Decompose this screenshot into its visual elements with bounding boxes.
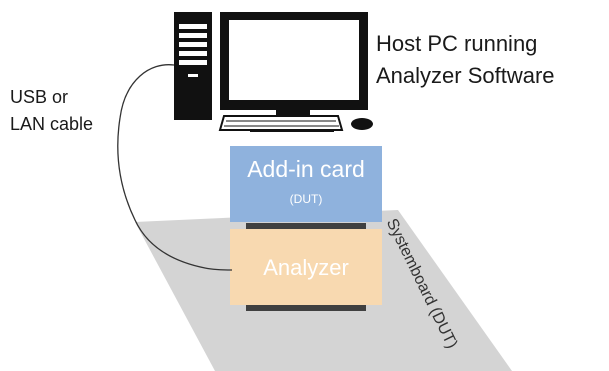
cable-label-line-2: LAN cable: [10, 114, 94, 134]
add-in-card-title: Add-in card: [247, 156, 365, 182]
cable-label-line-1: USB or: [10, 87, 69, 107]
analyzer-box: [230, 229, 382, 305]
keyboard-icon: [218, 115, 344, 131]
cable-label: USB or LAN cable: [10, 84, 93, 138]
cable-line: [117, 64, 233, 271]
add-in-card-box: [230, 146, 382, 222]
mouse-icon: [351, 118, 373, 130]
analyzer-label: Analyzer: [263, 255, 349, 280]
host-label-line-1: Host PC running: [376, 31, 538, 56]
add-in-card-subtitle: (DUT): [289, 192, 323, 206]
desktop-computer-icon: [174, 12, 368, 132]
upper-connector: [246, 223, 366, 229]
lower-connector: [246, 305, 366, 311]
host-pc-label: Host PC running Analyzer Software: [376, 28, 555, 92]
host-label-line-2: Analyzer Software: [376, 63, 555, 88]
